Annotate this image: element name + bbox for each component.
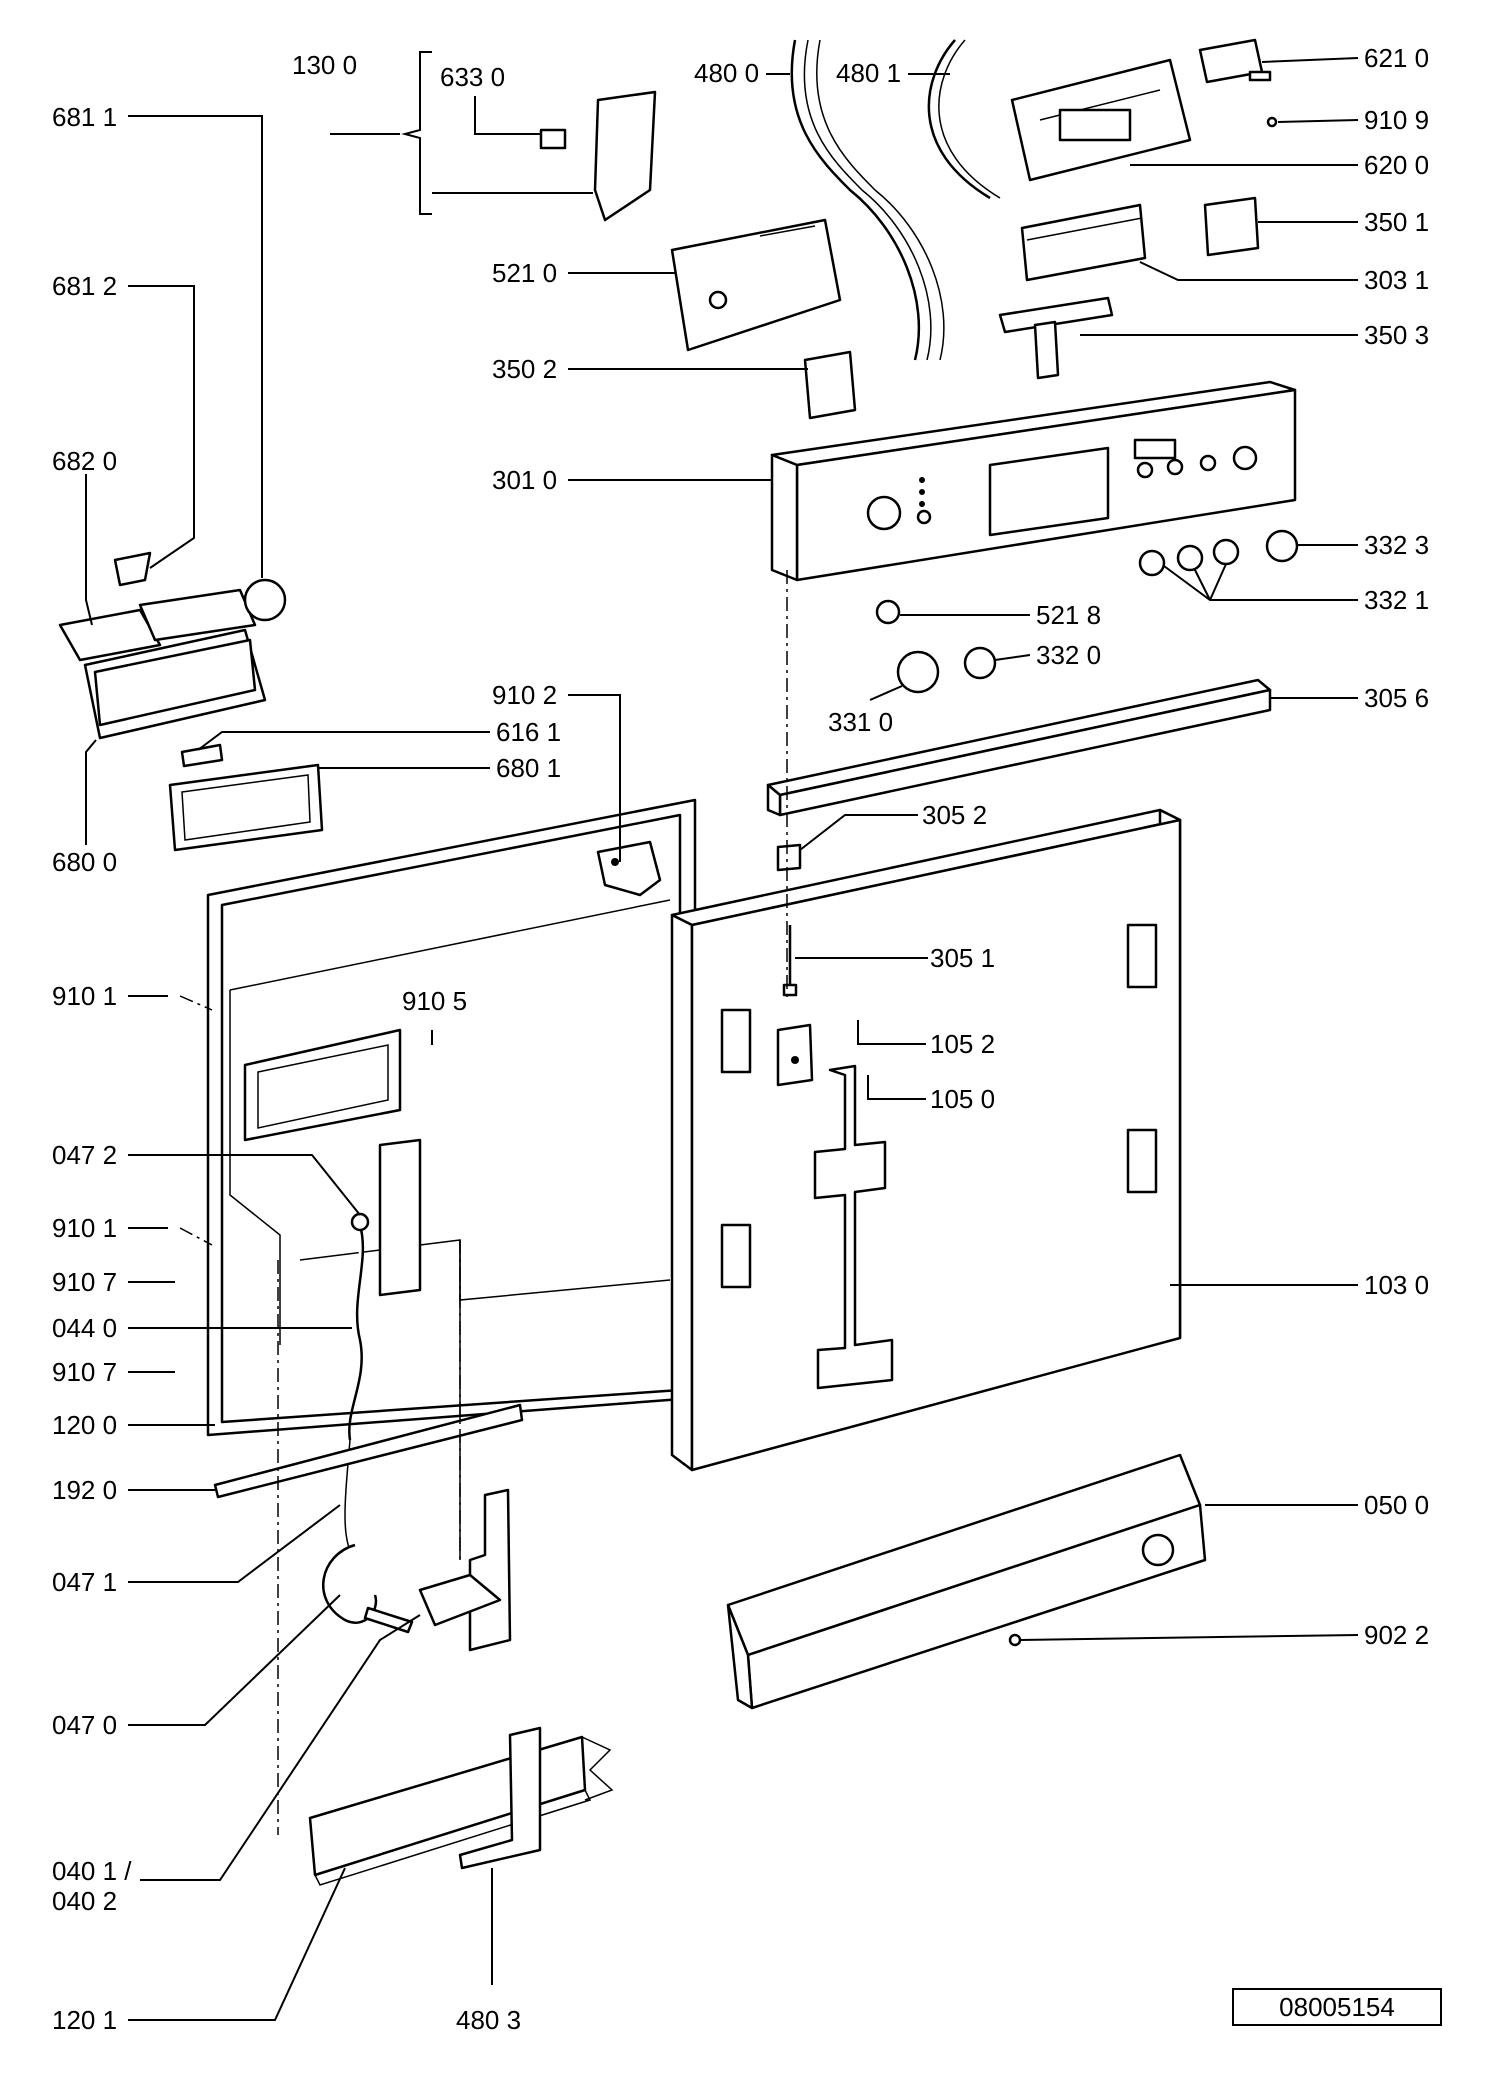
latch-assembly xyxy=(539,90,657,222)
label-480-1: 480 1 xyxy=(836,58,901,88)
label-332-1: 332 1 xyxy=(1364,585,1429,615)
control-module xyxy=(670,218,842,352)
label-047-0: 047 0 xyxy=(52,1710,117,1740)
strip-192-0 xyxy=(213,1403,524,1499)
label-105-2: 105 2 xyxy=(930,1029,995,1059)
label-616-1: 616 1 xyxy=(496,717,561,747)
screw-305-1 xyxy=(782,925,798,997)
detergent-dispenser xyxy=(58,551,287,740)
label-120-0: 120 0 xyxy=(52,1410,117,1440)
label-332-0: 332 0 xyxy=(1036,640,1101,670)
label-040-2: 040 2 xyxy=(52,1886,117,1916)
label-620-0: 620 0 xyxy=(1364,150,1429,180)
label-910-2: 910 2 xyxy=(492,680,557,710)
label-047-2: 047 2 xyxy=(52,1140,117,1170)
clip-305-2 xyxy=(776,843,802,872)
label-910-5: 910 5 xyxy=(402,986,467,1016)
label-910-9: 910 9 xyxy=(1364,105,1429,135)
electronics-housing xyxy=(1010,58,1192,182)
top-rail xyxy=(766,678,1272,817)
label-305-2: 305 2 xyxy=(922,800,987,830)
label-480-0: 480 0 xyxy=(694,58,759,88)
label-902-2: 902 2 xyxy=(1364,1620,1429,1650)
label-682-0: 682 0 xyxy=(52,446,117,476)
wiring-harness-480-0 xyxy=(790,39,945,361)
foot-480-3 xyxy=(458,1726,542,1870)
label-910-1-a: 910 1 xyxy=(52,981,117,1011)
assembly-axes xyxy=(277,570,788,1835)
hinge-arm xyxy=(321,1543,414,1634)
wiring-harness-480-1 xyxy=(927,39,1001,200)
label-130-0: 130 0 xyxy=(292,50,357,80)
cap-350-1 xyxy=(1203,196,1260,257)
clip-616-1 xyxy=(180,743,224,768)
handle xyxy=(1020,203,1147,282)
clip-105-2 xyxy=(776,1023,814,1087)
label-303-1: 303 1 xyxy=(1364,265,1429,295)
hinge-bracket-plate xyxy=(418,1488,512,1652)
outer-door-panel xyxy=(670,808,1182,1472)
label-681-2: 681 2 xyxy=(52,271,117,301)
label-331-0: 331 0 xyxy=(828,707,893,737)
label-521-0: 521 0 xyxy=(492,258,557,288)
label-680-0: 680 0 xyxy=(52,847,117,877)
clip-350-2 xyxy=(803,350,857,420)
label-910-7-b: 910 7 xyxy=(52,1357,117,1387)
label-480-3: 480 3 xyxy=(456,2005,521,2035)
label-305-1: 305 1 xyxy=(930,943,995,973)
label-105-0: 105 0 xyxy=(930,1084,995,1114)
label-040-1: 040 1 / xyxy=(52,1856,132,1886)
label-332-3: 332 3 xyxy=(1364,530,1429,560)
label-047-1: 047 1 xyxy=(52,1567,117,1597)
label-350-2: 350 2 xyxy=(492,354,557,384)
label-305-6: 305 6 xyxy=(1364,683,1429,713)
label-103-0: 103 0 xyxy=(1364,1270,1429,1300)
label-633-0: 633 0 xyxy=(440,62,505,92)
label-621-0: 621 0 xyxy=(1364,43,1429,73)
board-621-0 xyxy=(1198,38,1272,84)
label-521-8: 521 8 xyxy=(1036,600,1101,630)
reinforcement-strip xyxy=(813,1064,894,1390)
label-680-1: 680 1 xyxy=(496,753,561,783)
inner-door-frame xyxy=(206,798,697,1560)
label-910-1-b: 910 1 xyxy=(52,1213,117,1243)
gasket xyxy=(168,763,324,852)
control-panel xyxy=(770,380,1297,582)
screw-910-9 xyxy=(1266,116,1278,128)
label-350-3: 350 3 xyxy=(1364,320,1429,350)
hinge-bracket xyxy=(596,840,662,897)
bottom-strip xyxy=(726,1453,1207,1710)
leader-lines xyxy=(85,51,1359,2021)
part-labels: 681 1 130 0 633 0 480 0 480 1 621 0 910 … xyxy=(52,43,1429,2035)
label-681-1: 681 1 xyxy=(52,102,117,132)
bracket-350-3 xyxy=(998,296,1114,380)
label-301-0: 301 0 xyxy=(492,465,557,495)
label-910-7-a: 910 7 xyxy=(52,1267,117,1297)
label-192-0: 192 0 xyxy=(52,1475,117,1505)
label-050-0: 050 0 xyxy=(1364,1490,1429,1520)
label-350-1: 350 1 xyxy=(1364,207,1429,237)
knobs xyxy=(875,529,1299,694)
label-120-1: 120 1 xyxy=(52,2005,117,2035)
label-044-0: 044 0 xyxy=(52,1313,117,1343)
document-number: 08005154 xyxy=(1232,1988,1442,2026)
